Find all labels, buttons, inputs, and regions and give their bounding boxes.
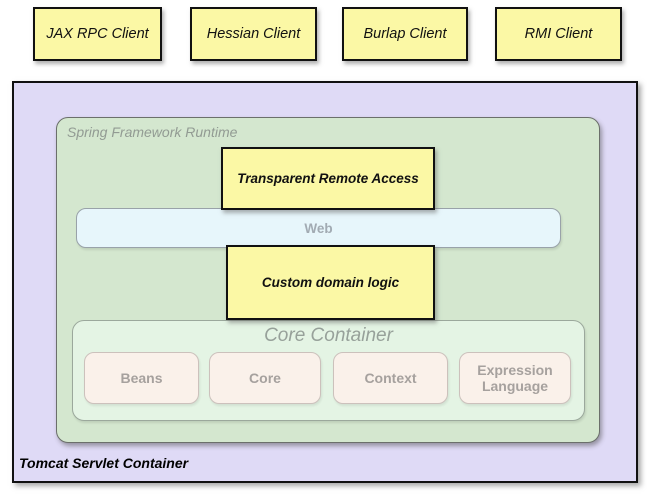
- module-box-context: Context: [333, 352, 448, 404]
- module-label: Context: [364, 369, 417, 386]
- client-label: Hessian Client: [206, 26, 301, 42]
- spring-runtime-label: Spring Framework Runtime: [67, 124, 238, 140]
- module-label: Core: [249, 369, 281, 386]
- client-box-hessian: Hessian Client: [190, 7, 317, 61]
- client-box-rmi: RMI Client: [495, 7, 622, 61]
- tomcat-container-label: Tomcat Servlet Container: [19, 455, 189, 471]
- client-label: RMI Client: [524, 26, 593, 42]
- core-container-label: Core Container: [264, 325, 393, 346]
- core-container: Core Container Beans Core Context Expres…: [72, 320, 585, 421]
- module-label: Expression Language: [477, 361, 553, 394]
- custom-domain-logic-label: Custom domain logic: [261, 275, 400, 290]
- client-box-jax-rpc: JAX RPC Client: [33, 7, 162, 61]
- web-layer-label: Web: [304, 220, 333, 236]
- transparent-remote-access-label: Transparent Remote Access: [237, 171, 419, 186]
- client-label: Burlap Client: [363, 26, 447, 42]
- client-box-burlap: Burlap Client: [342, 7, 468, 61]
- web-layer-bar: Web: [76, 208, 561, 248]
- module-box-core: Core: [209, 352, 321, 404]
- tomcat-servlet-container: Spring Framework Runtime Transparent Rem…: [12, 81, 638, 483]
- custom-domain-logic-box: Custom domain logic: [226, 245, 435, 320]
- module-box-beans: Beans: [84, 352, 199, 404]
- transparent-remote-access-box: Transparent Remote Access: [221, 147, 435, 210]
- module-box-expression-language: Expression Language: [459, 352, 571, 404]
- spring-framework-runtime: Spring Framework Runtime Transparent Rem…: [56, 117, 600, 443]
- client-label: JAX RPC Client: [46, 26, 149, 42]
- module-label: Beans: [120, 369, 163, 386]
